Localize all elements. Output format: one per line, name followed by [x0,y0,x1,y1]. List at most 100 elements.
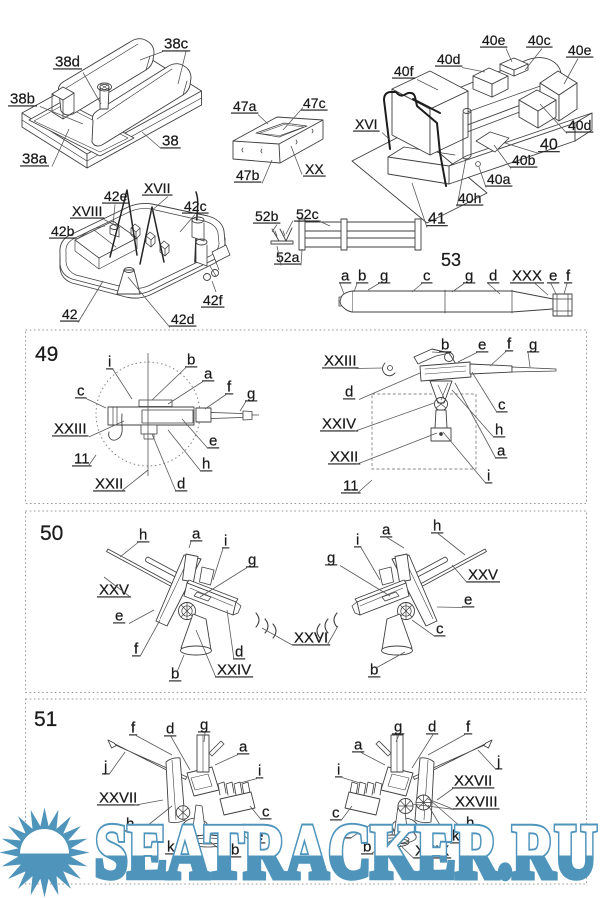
svg-text:b: b [370,662,378,679]
svg-text:c: c [262,804,270,821]
svg-text:i: i [224,533,227,550]
svg-text:d: d [428,719,436,736]
svg-text:c: c [423,268,431,285]
svg-text:e: e [464,592,472,609]
svg-text:SEATRACKER.RU: SEATRACKER.RU [95,810,597,894]
svg-text:SEATRACKER.RU: SEATRACKER.RU [95,810,597,894]
svg-text:40a: 40a [487,171,511,187]
svg-text:d: d [235,644,243,661]
svg-text:g: g [529,337,537,354]
svg-text:c: c [332,805,340,822]
svg-text:51: 51 [34,708,57,731]
svg-text:b: b [441,337,449,354]
svg-text:b: b [171,666,179,683]
svg-text:40c: 40c [528,32,551,48]
svg-text:d: d [166,721,174,738]
svg-text:SEATRACKER.RU: SEATRACKER.RU [95,810,597,894]
svg-text:g: g [247,386,255,403]
svg-text:50: 50 [40,522,63,545]
svg-text:d: d [177,476,185,493]
svg-text:40: 40 [540,137,558,154]
svg-text:XX: XX [305,161,324,177]
svg-text:j: j [103,759,107,776]
svg-text:h: h [495,422,503,439]
svg-text:g: g [465,268,473,285]
svg-text:XXVII: XXVII [454,773,492,790]
svg-text:41: 41 [428,211,446,228]
svg-text:XXII: XXII [95,476,123,493]
svg-text:XXV: XXV [99,582,129,599]
svg-text:e: e [115,608,123,625]
svg-text:d: d [345,384,353,401]
svg-text:f: f [131,720,136,737]
svg-text:b: b [187,352,195,369]
svg-text:XXIV: XXIV [322,416,356,433]
svg-text:i: i [108,354,111,371]
svg-text:a: a [354,737,363,754]
svg-text:42e: 42e [104,188,128,204]
svg-text:f: f [507,336,512,353]
svg-text:a: a [204,366,213,383]
svg-text:e: e [209,433,217,450]
svg-text:38c: 38c [164,36,189,53]
svg-text:c: c [436,621,444,638]
svg-text:j: j [496,754,500,771]
svg-text:e: e [478,337,486,354]
svg-text:g: g [327,550,335,567]
svg-text:38b: 38b [10,91,35,108]
svg-text:XXX: XXX [512,268,542,285]
svg-text:42b: 42b [51,223,75,239]
svg-text:e: e [255,828,263,845]
svg-text:h: h [466,815,474,832]
svg-text:h: h [202,456,210,473]
svg-text:40d: 40d [568,117,591,133]
svg-text:a: a [497,443,506,460]
svg-text:47b: 47b [236,167,260,183]
svg-text:42c: 42c [184,198,207,214]
svg-text:g: g [380,268,388,285]
svg-text:42: 42 [62,306,78,322]
svg-text:h: h [433,518,441,535]
svg-text:i: i [487,468,490,485]
svg-text:k: k [452,828,460,845]
svg-text:i: i [356,532,359,549]
svg-text:XXIX: XXIX [415,843,449,860]
svg-text:f: f [566,268,571,285]
svg-text:b: b [231,842,239,859]
svg-text:52c: 52c [296,206,319,222]
svg-text:e: e [549,268,557,285]
svg-text:52b: 52b [255,208,279,224]
svg-text:49: 49 [35,343,58,366]
svg-text:42f: 42f [203,292,223,308]
svg-text:47a: 47a [233,98,257,114]
svg-text:53: 53 [441,250,461,270]
svg-text:g: g [248,552,256,569]
svg-text:52a: 52a [276,249,300,265]
svg-text:40d: 40d [437,51,460,67]
svg-text:k: k [167,839,175,856]
svg-text:b: b [358,268,366,285]
svg-text:XVII: XVII [144,180,170,196]
svg-text:40e: 40e [568,42,592,58]
svg-text:d: d [489,268,497,285]
svg-text:XVI: XVI [355,116,378,132]
svg-text:c: c [498,397,506,414]
svg-text:f: f [227,379,232,396]
svg-text:38d: 38d [55,54,80,71]
svg-text:40f: 40f [394,63,414,79]
svg-text:i: i [258,763,261,780]
svg-text:XXIII: XXIII [54,421,87,438]
svg-text:g: g [394,719,402,736]
svg-text:42d: 42d [171,311,194,327]
svg-text:40b: 40b [512,152,536,168]
svg-text:g: g [200,717,208,734]
svg-text:f: f [466,719,471,736]
svg-text:40e: 40e [482,32,506,48]
svg-text:XXVIII: XXVIII [455,794,498,811]
svg-text:XXVI: XXVI [294,630,328,647]
svg-text:f: f [134,641,139,658]
svg-text:47c: 47c [303,95,326,111]
svg-text:XXIV: XXIV [217,662,251,679]
svg-text:XXVII: XXVII [99,790,137,807]
svg-text:e: e [341,823,349,840]
